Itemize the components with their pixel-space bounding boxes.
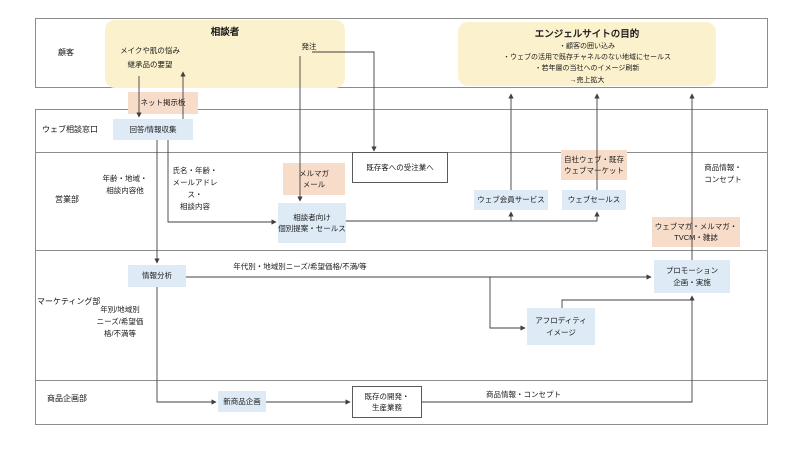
process-web-sales: ウェブセールス	[562, 190, 626, 210]
flow-label-needs-by-age: 年代別・地域別ニーズ/希望価格/不満/等	[233, 262, 367, 271]
flow-label-product-concept-right: 商品情報・ コンセプト	[704, 163, 742, 184]
lane-stack	[35, 109, 768, 425]
lane-label-sales: 営業部	[55, 195, 79, 204]
site-purpose-item: →売上拡大	[569, 76, 605, 84]
consulter-needs: メイクや肌の悩み 継承品の要望	[120, 46, 180, 69]
process-new-product-plan: 新商品企画	[218, 391, 266, 412]
process-aphrodite-image: アフロディティ イメージ	[527, 308, 595, 345]
process-answer-collect: 回答/情報収集	[113, 119, 193, 140]
flow-label-personal-info: 氏名・年齢・ メールアドレス・ 相談内容	[172, 166, 218, 211]
process-individual-sales: 相談者向け 個別提案・セールス	[278, 203, 346, 243]
external-existing-dev: 既存の開発・ 生産業務	[352, 386, 422, 418]
external-existing-order: 既存客への受注業へ	[352, 152, 448, 183]
site-purpose-item: ・顧客の囲い込み	[559, 43, 615, 50]
consulter-group: 相談者	[105, 20, 345, 88]
lane-label-marketing: マーケティング部	[37, 297, 101, 306]
channel-webmag-tvcm: ウェブマガ・メルマガ・ TVCM・雑誌	[652, 217, 740, 247]
process-web-member-service: ウェブ会員サービス	[474, 190, 548, 210]
channel-net-board: ネット掲示板	[128, 92, 198, 114]
site-purpose-items: ・顧客の囲い込み ・ウェブの活用で既存チャネルのない地域にセールス ・若年層の当…	[458, 41, 716, 86]
lane-label-product-planning: 商品企画部	[47, 394, 87, 403]
lane-label-customer: 顧客	[58, 48, 74, 57]
lane-label-web-desk: ウェブ相談窓口	[42, 125, 98, 134]
site-purpose-item: ・ウェブの活用で既存チャネルのない地域にセールス	[503, 54, 671, 62]
consulter-title: 相談者	[210, 27, 240, 38]
site-purpose-title: エンジェルサイトの目的	[534, 29, 640, 40]
site-purpose-item: ・若年層の当社へのイメージ刷新	[534, 65, 640, 73]
lane-customer	[35, 18, 768, 88]
channel-mailmag-mail: メルマガ メール	[283, 163, 345, 195]
flow-label-age-region: 年齢・地域・ 相談内容他	[102, 174, 148, 195]
process-promotion: プロモーション 企画・実施	[654, 260, 730, 293]
flow-label-product-concept-bottom: 商品情報・コンセプト	[486, 390, 561, 399]
flow-label-needs-by-year: 年別/地域別 ニーズ/希望価 格/不満等	[96, 305, 144, 338]
channel-own-web-market: 自社ウェブ・既存 ウェブマーケット	[561, 150, 627, 180]
site-purpose-group: エンジェルサイトの目的 ・顧客の囲い込み ・ウェブの活用で既存チャネルのない地域…	[458, 22, 716, 86]
lane-divider-2	[35, 250, 768, 251]
order-label: 発注	[301, 42, 317, 51]
lane-divider-3	[35, 380, 768, 381]
process-info-analysis: 情報分析	[128, 265, 186, 287]
